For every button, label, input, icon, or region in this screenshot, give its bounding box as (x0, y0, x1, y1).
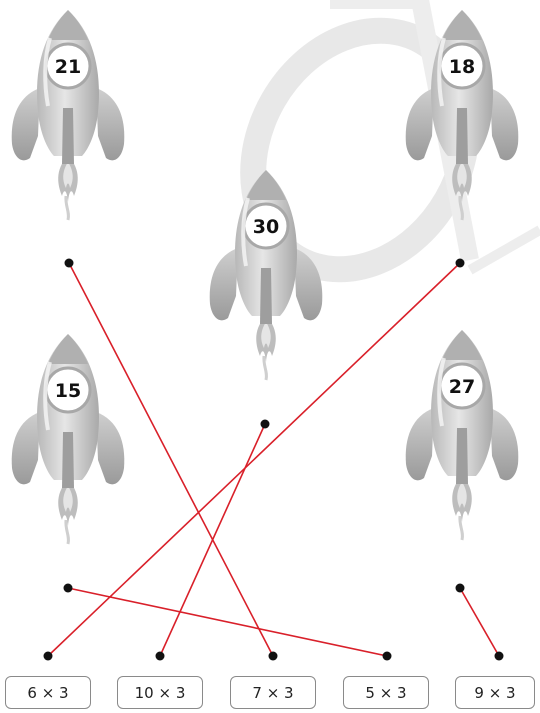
dot-answer-5[interactable] (495, 652, 504, 661)
match-line-30 (160, 424, 265, 656)
dot-rocket-30[interactable] (261, 420, 270, 429)
dot-answer-1[interactable] (44, 652, 53, 661)
rocket-number: 18 (449, 56, 475, 78)
dot-rocket-21[interactable] (65, 259, 74, 268)
dot-answer-3[interactable] (269, 652, 278, 661)
answer-box[interactable]: 7 × 3 (230, 676, 316, 709)
rocket-30: 30 (210, 170, 323, 380)
dot-rocket-15[interactable] (64, 584, 73, 593)
rocket-number: 30 (253, 216, 279, 238)
match-line-27 (460, 588, 499, 656)
rocket-number: 27 (449, 376, 475, 398)
rocket-number: 15 (55, 380, 81, 402)
answer-dots (44, 652, 504, 661)
rocket-27: 27 (406, 330, 519, 540)
answer-box[interactable]: 10 × 3 (117, 676, 203, 709)
dot-answer-2[interactable] (156, 652, 165, 661)
answer-box[interactable]: 6 × 3 (5, 676, 91, 709)
rocket-15: 15 (12, 334, 125, 544)
answer-box[interactable]: 5 × 3 (343, 676, 429, 709)
dot-rocket-27[interactable] (456, 584, 465, 593)
dot-rocket-18[interactable] (456, 259, 465, 268)
match-line-15 (68, 588, 387, 656)
answer-box[interactable]: 9 × 3 (455, 676, 535, 709)
dot-answer-4[interactable] (383, 652, 392, 661)
rocket-21: 21 (12, 10, 125, 220)
rocket-number: 21 (55, 56, 81, 78)
